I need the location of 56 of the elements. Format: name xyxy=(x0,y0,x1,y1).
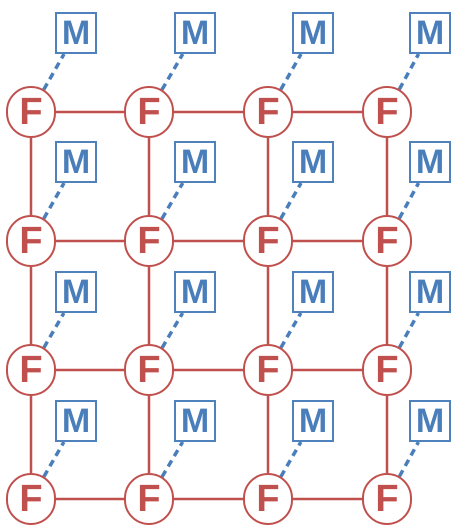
connector-line xyxy=(30,267,32,344)
connector-line xyxy=(30,396,32,473)
square-node: M xyxy=(292,12,334,54)
square-node: M xyxy=(174,12,216,54)
dashed-connector xyxy=(398,182,420,220)
square-node: M xyxy=(174,400,216,442)
connector-line xyxy=(386,396,388,473)
connector-line xyxy=(293,110,362,114)
dashed-connector xyxy=(42,182,66,220)
dashed-connector xyxy=(279,182,303,220)
connector-line xyxy=(174,110,243,114)
dashed-connector xyxy=(398,312,420,348)
connector-line xyxy=(56,110,124,114)
connector-line xyxy=(56,498,124,500)
connector-line xyxy=(386,267,388,344)
square-node: M xyxy=(409,400,451,442)
dashed-connector xyxy=(279,53,303,90)
square-node: M xyxy=(292,400,334,442)
connector-line xyxy=(148,396,150,473)
connector-line xyxy=(293,498,362,500)
connector-line xyxy=(174,240,243,242)
connector-line xyxy=(293,240,362,242)
square-node: M xyxy=(55,271,97,313)
dashed-connector xyxy=(160,312,184,349)
dashed-connector xyxy=(42,53,66,90)
connector-line xyxy=(30,138,32,215)
square-node: M xyxy=(409,12,451,54)
connector-line xyxy=(148,267,150,344)
square-node: M xyxy=(55,12,97,54)
connector-line xyxy=(266,396,270,473)
connector-line xyxy=(174,368,243,372)
dashed-connector xyxy=(42,312,66,349)
square-node: M xyxy=(292,271,334,313)
dashed-connector xyxy=(42,441,66,478)
dashed-connector xyxy=(160,53,184,91)
connector-line xyxy=(293,368,362,372)
connector-line xyxy=(266,138,270,215)
dashed-connector xyxy=(398,441,420,478)
square-node: M xyxy=(55,400,97,442)
connector-line xyxy=(148,138,150,215)
square-node: M xyxy=(55,141,97,183)
connector-line xyxy=(386,138,388,215)
dashed-connector xyxy=(160,182,184,220)
square-node: M xyxy=(409,141,451,183)
square-node: M xyxy=(292,141,334,183)
connector-line xyxy=(56,368,124,372)
dashed-connector xyxy=(398,53,420,90)
dashed-connector xyxy=(160,441,184,478)
dashed-connector xyxy=(279,312,302,349)
connector-line xyxy=(174,498,243,500)
square-node: M xyxy=(174,271,216,313)
square-node: M xyxy=(174,141,216,183)
square-node: M xyxy=(409,271,451,313)
connector-line xyxy=(266,267,270,344)
connector-line xyxy=(56,240,124,242)
dashed-connector xyxy=(279,441,302,478)
